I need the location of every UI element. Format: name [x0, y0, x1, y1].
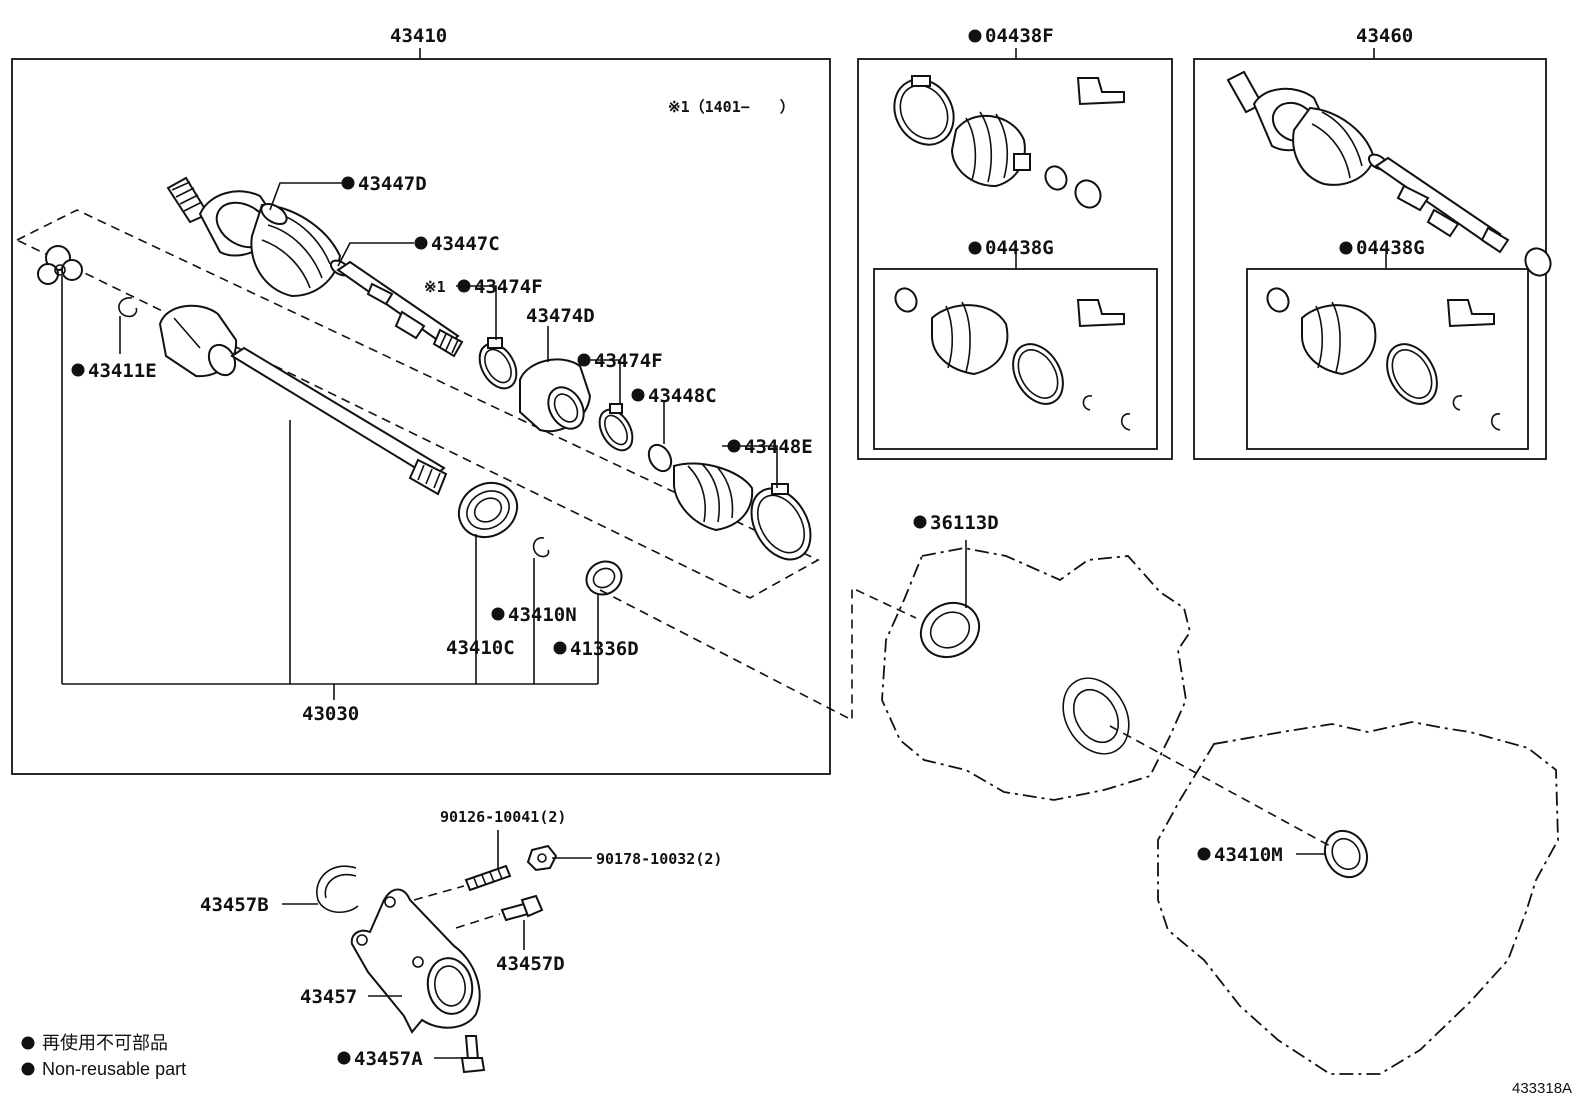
label-43448E: 43448E — [744, 436, 813, 458]
label-43474D: 43474D — [526, 305, 595, 327]
tripod-joint-detail — [37, 245, 83, 285]
rh-drive-shaft — [1226, 70, 1552, 277]
diagram-code: 433318A — [1512, 1080, 1572, 1097]
stud-90126 — [464, 864, 512, 892]
label-43460: 43460 — [1356, 25, 1413, 47]
small-clamp-43448C — [647, 443, 673, 473]
label-43410N: 43410N — [508, 604, 577, 626]
non-reusable-mark — [631, 388, 645, 402]
label-43457: 43457 — [300, 986, 357, 1008]
label-43447D: 43447D — [358, 173, 427, 195]
non-reusable-mark — [968, 29, 982, 43]
outer-cv-shaft — [166, 176, 464, 358]
transaxle-bore — [1062, 677, 1130, 755]
rh-boot-kit-frame — [1246, 268, 1529, 450]
non-reusable-mark — [337, 1051, 351, 1065]
bearing-43410C — [457, 481, 519, 539]
bolt-43457D — [500, 894, 544, 922]
label-90178: 90178-10032(2) — [596, 850, 722, 868]
label-43457D: 43457D — [496, 953, 565, 975]
label-43457A: 43457A — [354, 1048, 423, 1070]
legend-text-japanese: 再使用不可部品 — [42, 1033, 168, 1053]
bolt-43457A — [460, 1035, 486, 1074]
non-reusable-mark — [727, 439, 741, 453]
legend-mark — [21, 1062, 35, 1076]
non-reusable-mark — [913, 515, 927, 529]
nut-90178 — [526, 844, 558, 872]
label-43447C: 43447C — [431, 233, 500, 255]
boot-kit-frame — [857, 58, 1173, 460]
inner-joint-clamp-b — [598, 403, 634, 452]
label-04438F: 04438F — [985, 25, 1054, 47]
label-43411E: 43411E — [88, 360, 157, 382]
label-36113D: 36113D — [930, 512, 999, 534]
bearing-bracket-43457 — [350, 888, 481, 1034]
non-reusable-mark — [457, 279, 471, 293]
transmission-case-outline — [1157, 721, 1559, 1075]
label-43448C: 43448C — [648, 385, 717, 407]
boot-kit-parts-lower — [894, 287, 1131, 431]
label-04438G-b: 04438G — [1356, 237, 1425, 259]
legend-mark — [21, 1036, 35, 1050]
seal-43410M — [1323, 829, 1369, 879]
inner-boot-43448E — [673, 462, 754, 532]
label-43457B: 43457B — [200, 894, 269, 916]
label-43474F-note-mark: ※1 — [424, 278, 446, 296]
label-04438G-a: 04438G — [985, 237, 1054, 259]
snap-ring-43410N — [532, 537, 550, 558]
non-reusable-mark — [491, 607, 505, 621]
inner-joint-clamp-a — [478, 337, 518, 390]
non-reusable-mark — [71, 363, 85, 377]
snap-ring-43411E — [118, 297, 138, 318]
main-assembly-frame — [11, 58, 831, 775]
rh-boot-kit-parts — [1266, 287, 1501, 431]
exploded-region-outline — [15, 209, 820, 599]
non-reusable-mark — [341, 176, 355, 190]
transaxle-case-outline — [881, 547, 1191, 801]
non-reusable-mark — [414, 236, 428, 250]
label-43030: 43030 — [302, 703, 359, 725]
label-90126: 90126-10041(2) — [440, 808, 566, 826]
label-43410C: 43410C — [446, 637, 515, 659]
large-clamp-43448E — [750, 483, 812, 561]
label-43474F-a: 43474F — [474, 276, 543, 298]
boot-kit-parts-upper — [893, 75, 1125, 209]
non-reusable-mark — [1339, 241, 1353, 255]
label-43474F-b: 43474F — [594, 350, 663, 372]
note-date-range: ※1（1401− ） — [668, 98, 795, 116]
label-43410M: 43410M — [1214, 844, 1283, 866]
seal-36113D — [919, 601, 981, 659]
inner-joint-housing-43474D — [519, 358, 592, 433]
non-reusable-mark — [577, 353, 591, 367]
oil-seal-41336D — [585, 560, 623, 596]
non-reusable-mark — [968, 241, 982, 255]
legend-text-english: Non-reusable part — [42, 1059, 186, 1079]
label-43410: 43410 — [390, 25, 447, 47]
inner-tripod-shaft — [158, 304, 448, 496]
label-41336D: 41336D — [570, 638, 639, 660]
non-reusable-mark — [553, 641, 567, 655]
non-reusable-mark — [1197, 847, 1211, 861]
snap-ring-43457B — [316, 865, 359, 913]
